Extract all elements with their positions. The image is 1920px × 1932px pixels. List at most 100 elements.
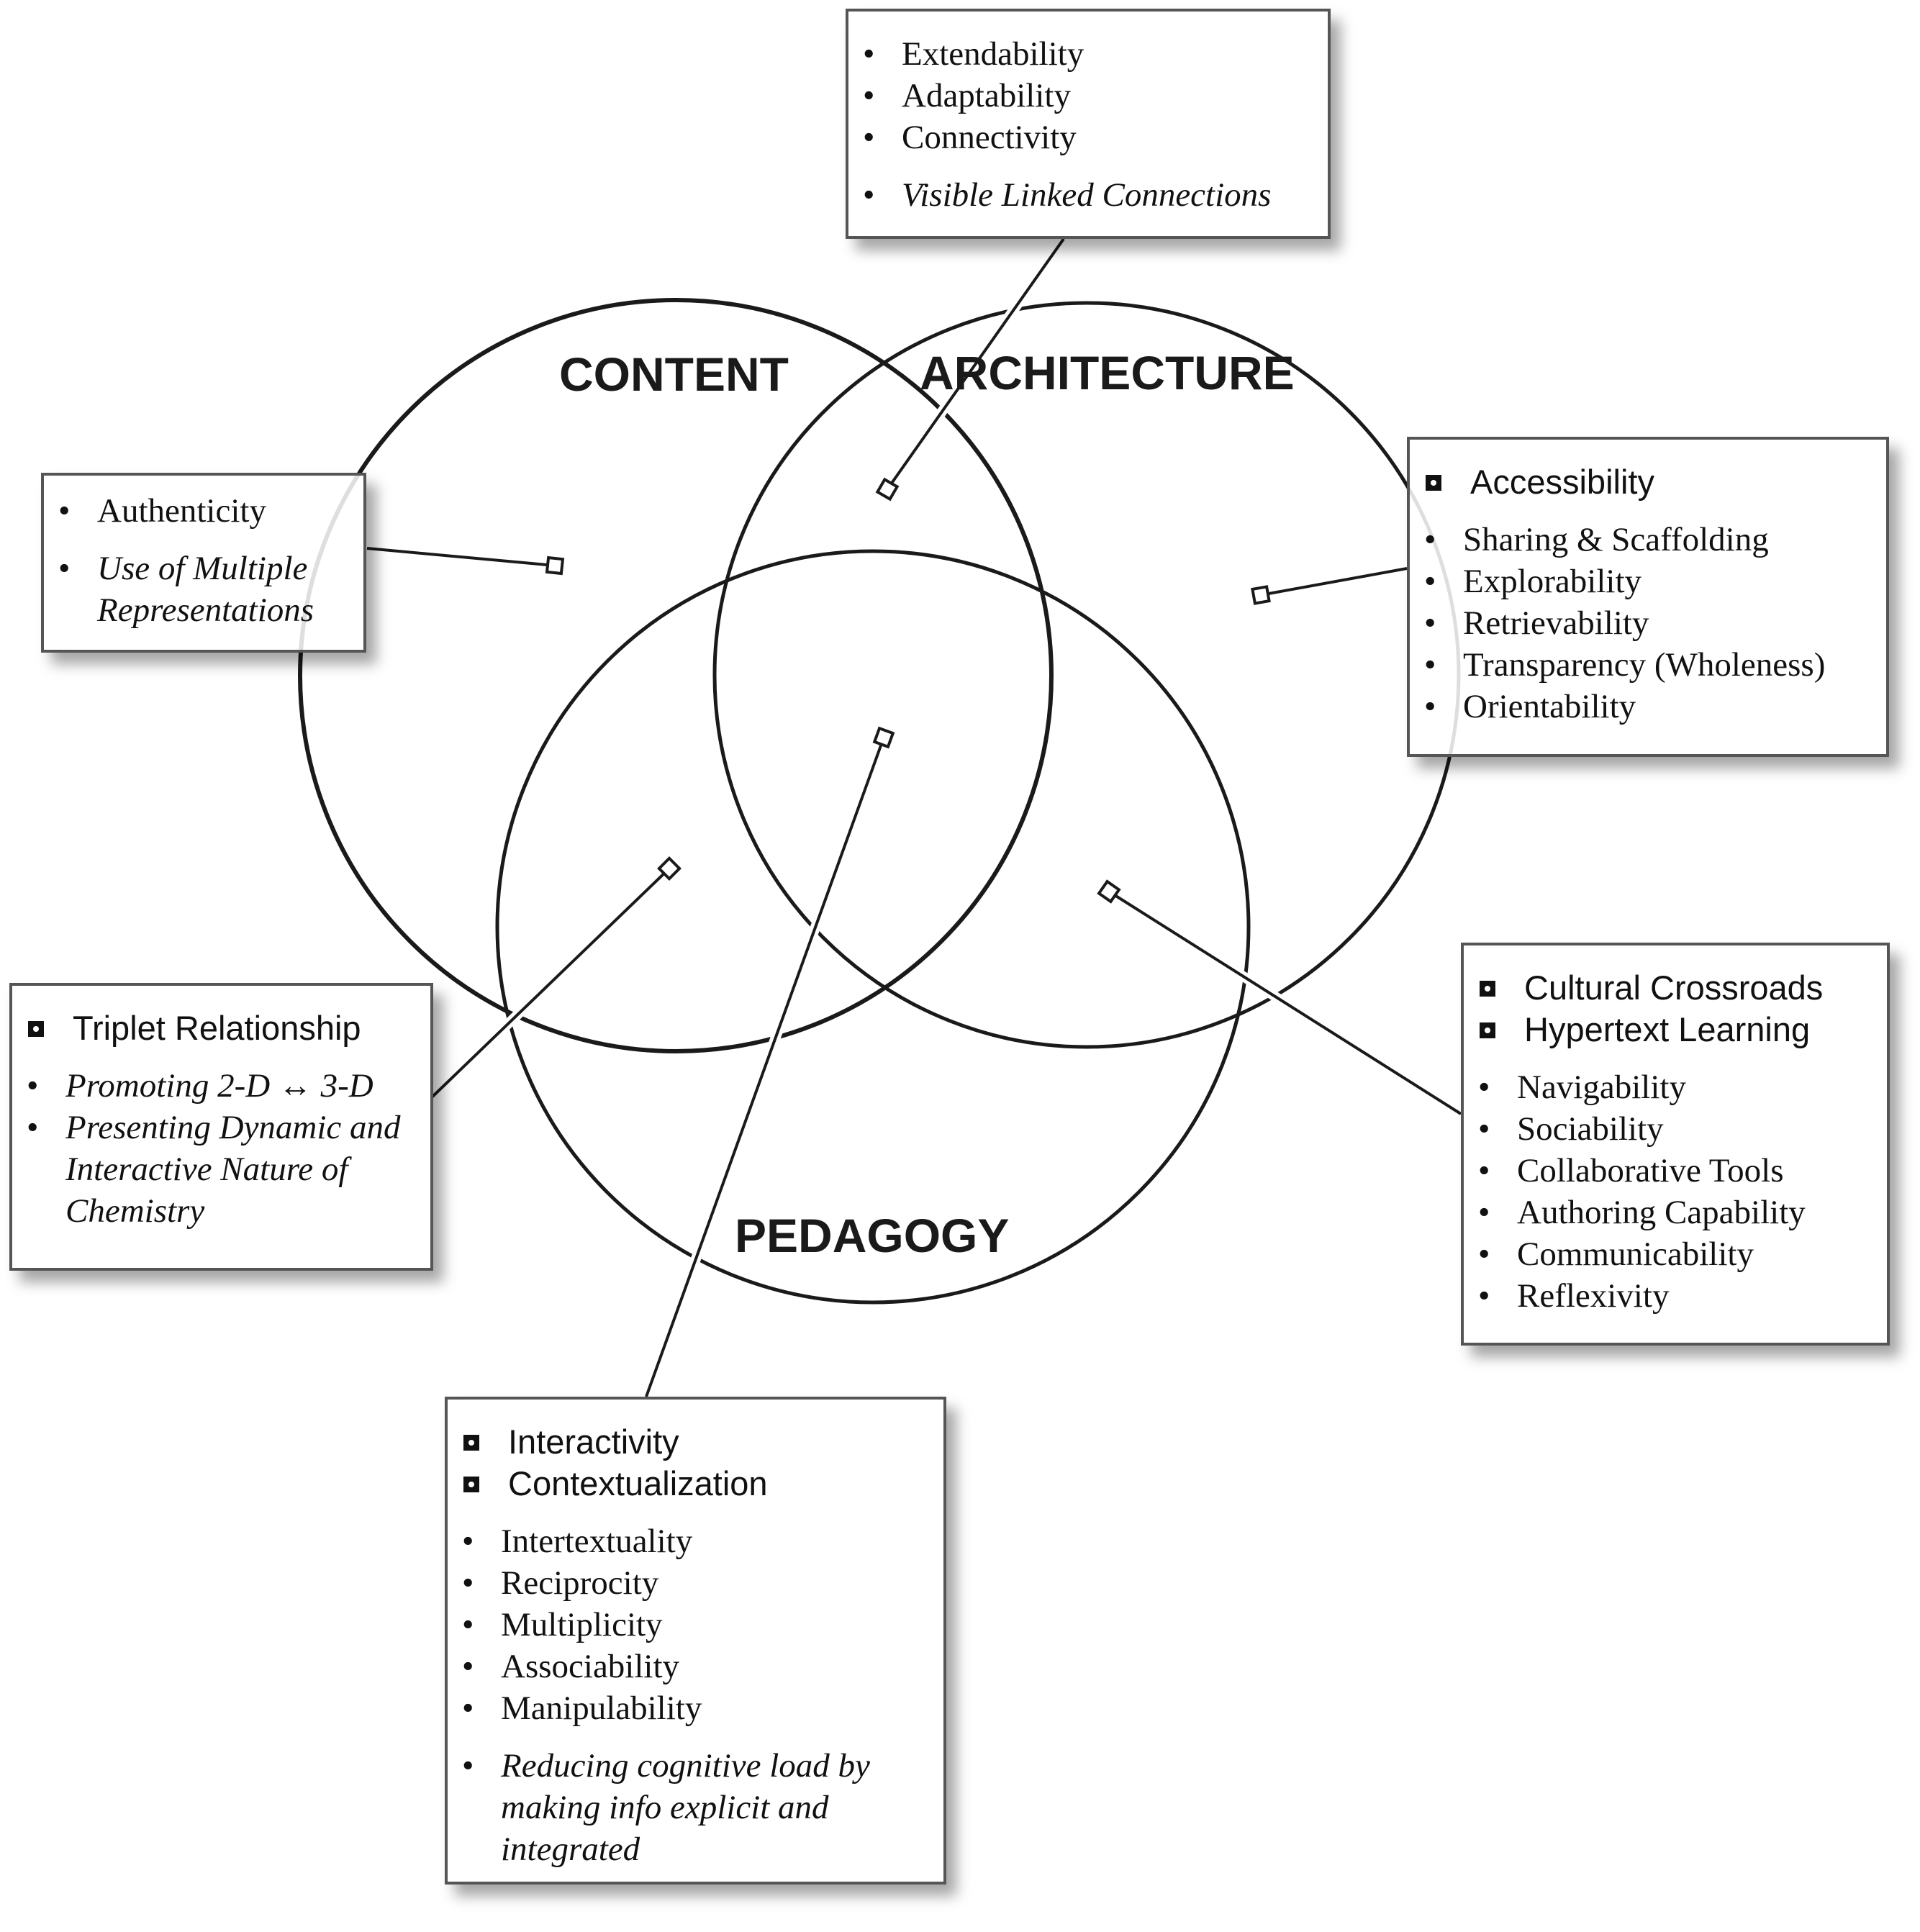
spacer <box>12 1049 401 1065</box>
bullet-icon: • <box>462 1564 474 1602</box>
italic-list-item: •Promoting 2-D ↔ 3-D <box>12 1065 401 1107</box>
item-text: Hypertext Learning <box>1524 1010 1811 1048</box>
item-text: Interactivity <box>508 1423 679 1461</box>
list-item: • Sharing & Scaffolding <box>1410 519 1886 561</box>
callout-content: • Authenticity • Use of Multiple Representa… <box>41 473 366 653</box>
list-item: • Orientability <box>1410 686 1886 727</box>
item-text: Sharing & Scaffolding <box>1463 521 1769 558</box>
item-text: Navigability <box>1517 1069 1686 1106</box>
bullet-icon: • <box>462 1523 474 1560</box>
leader-architecture <box>1260 567 1408 597</box>
bullet-icon: • <box>462 1606 474 1643</box>
spacer <box>448 1505 908 1520</box>
list-item: •Communicability <box>1464 1233 1887 1275</box>
architecture-label: ARCHITECTURE <box>920 346 1295 399</box>
list-item: • Retrievability <box>1410 602 1886 644</box>
item-text: Sociability <box>1517 1110 1664 1148</box>
item-text: Associability <box>501 1648 680 1685</box>
italic-list-item: • Presenting Dynamic and Interactive Natu… <box>12 1107 401 1232</box>
item-text: Intertextuality <box>501 1523 693 1560</box>
anchor-hypertext-icon <box>1097 879 1121 904</box>
bullet-icon: • <box>462 1747 474 1784</box>
list-item: • Explorability <box>1410 561 1886 602</box>
list-item: • Sociability <box>1464 1108 1887 1150</box>
item-text: Manipulability <box>501 1690 702 1727</box>
bullet-icon: • <box>863 119 875 156</box>
item-text: Accessibility <box>1470 463 1654 501</box>
bullet-icon: • <box>1478 1069 1490 1106</box>
bullet-icon: • <box>1424 604 1436 642</box>
item-text: Retrievability <box>1463 604 1649 642</box>
item-text: Visible Linked Connections <box>902 176 1272 214</box>
anchor-top-icon <box>875 477 900 502</box>
anchor-triplet-icon <box>657 856 681 881</box>
bullet-icon: • <box>1478 1194 1490 1231</box>
bullet-icon: • <box>462 1648 474 1685</box>
bullet-icon: • <box>863 77 875 114</box>
item-text: Authenticity <box>97 492 266 530</box>
bullet-icon: • <box>27 1109 39 1146</box>
italic-list-item: • Reducing cognitive load by making info … <box>448 1745 908 1870</box>
leader-content <box>366 547 556 567</box>
item-text: Cultural Crossroads <box>1524 969 1824 1007</box>
italic-list-item: • Use of Multiple Representations <box>44 548 317 631</box>
leader-center <box>641 735 889 1399</box>
pedagogy-circle <box>495 549 1251 1305</box>
bullet-icon: • <box>462 1690 474 1727</box>
callout-architecture: Accessibility • Sharing & Scaffolding • Expl… <box>1407 437 1889 757</box>
callout-architecture-content: •Extendability•Adaptability•Connectivity… <box>846 9 1331 239</box>
bullet-icon: • <box>1478 1152 1490 1189</box>
item-text: Explorability <box>1463 563 1642 600</box>
item-text: Extendability <box>902 35 1084 73</box>
content-circle <box>298 298 1054 1053</box>
list-item: • Intertextuality <box>448 1520 908 1562</box>
architecture-circle <box>712 301 1461 1049</box>
list-item: • Authoring Capability <box>1464 1192 1887 1233</box>
item-text: Collaborative Tools <box>1517 1152 1784 1189</box>
anchor-architecture-icon <box>1251 585 1271 605</box>
heading-item: Cultural Crossroads <box>1464 967 1887 1009</box>
bullet-icon: • <box>58 550 71 587</box>
item-text: Contextualization <box>508 1464 768 1502</box>
heading-item: Hypertext Learning <box>1464 1009 1887 1051</box>
bullet-icon: • <box>1424 563 1436 600</box>
list-item: • Multiplicity <box>448 1604 908 1646</box>
list-item: • Extendability <box>848 33 1328 75</box>
spacer <box>448 1729 908 1745</box>
list-item: •Adaptability <box>848 75 1328 117</box>
callout-triplet: Triplet Relationship •Promoting 2-D ↔ 3-D… <box>9 983 433 1271</box>
spacer <box>1464 1051 1887 1066</box>
list-item: • Collaborative Tools <box>1464 1150 1887 1192</box>
heading-item: Triplet Relationship <box>12 1007 401 1049</box>
bullet-icon: • <box>1478 1110 1490 1148</box>
bullet-icon: • <box>1424 688 1436 725</box>
heading-marker-icon <box>1480 1022 1495 1038</box>
item-text: Use of Multiple Representations <box>97 550 314 629</box>
item-text: Multiplicity <box>501 1606 663 1643</box>
item-text: Authoring Capability <box>1517 1194 1806 1231</box>
leader-top <box>883 235 1068 493</box>
bullet-icon: • <box>27 1067 39 1105</box>
bullet-icon: • <box>58 492 71 530</box>
item-text: Reducing cognitive load by making info e… <box>501 1747 870 1868</box>
item-text: Presenting Dynamic and Interactive Natur… <box>65 1109 401 1230</box>
list-item: •Reflexivity <box>1464 1275 1887 1317</box>
leader-hypertext <box>1106 887 1464 1118</box>
bullet-icon: • <box>1478 1235 1490 1273</box>
list-item: • Manipulability <box>448 1687 908 1729</box>
anchor-content-icon <box>545 555 565 576</box>
bullet-icon: • <box>863 35 875 73</box>
heading-marker-icon <box>1480 981 1495 997</box>
item-text: Transparency (Wholeness) <box>1463 646 1826 684</box>
item-text: Orientability <box>1463 688 1636 725</box>
bullet-icon: • <box>1424 521 1436 558</box>
spacer <box>44 532 317 548</box>
list-item: •Transparency (Wholeness) <box>1410 644 1886 686</box>
item-text: Reciprocity <box>501 1564 659 1602</box>
spacer <box>848 158 1328 174</box>
content-label: CONTENT <box>559 348 789 401</box>
italic-list-item: •Visible Linked Connections <box>848 174 1328 216</box>
